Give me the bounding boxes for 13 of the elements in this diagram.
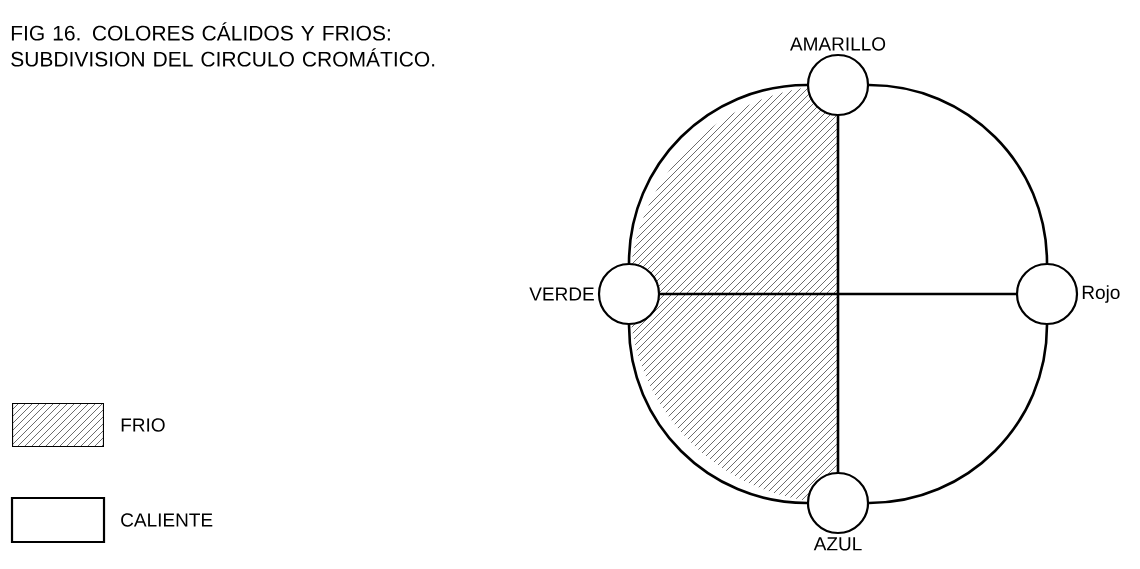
circle-arc <box>627 323 809 505</box>
legend-label: FRIO <box>121 418 165 432</box>
node-label: VERDE <box>529 287 594 301</box>
node-label: AMARILLO <box>789 37 886 51</box>
circle-arc <box>627 83 809 265</box>
diameter-line <box>658 292 1018 296</box>
node-label: Rojo <box>1082 285 1120 303</box>
diameter-line <box>836 114 840 474</box>
legend-label: CALIENTE <box>121 513 213 527</box>
circle-arc <box>867 83 1049 265</box>
figure-title: FIG 16. COLORES CÁLIDOS Y FRIOS: SUBDIVISION DEL CIRCULO CROMÁTICO. <box>11 22 435 67</box>
node-label: AZUL <box>813 537 862 551</box>
circle-arc <box>867 323 1049 505</box>
